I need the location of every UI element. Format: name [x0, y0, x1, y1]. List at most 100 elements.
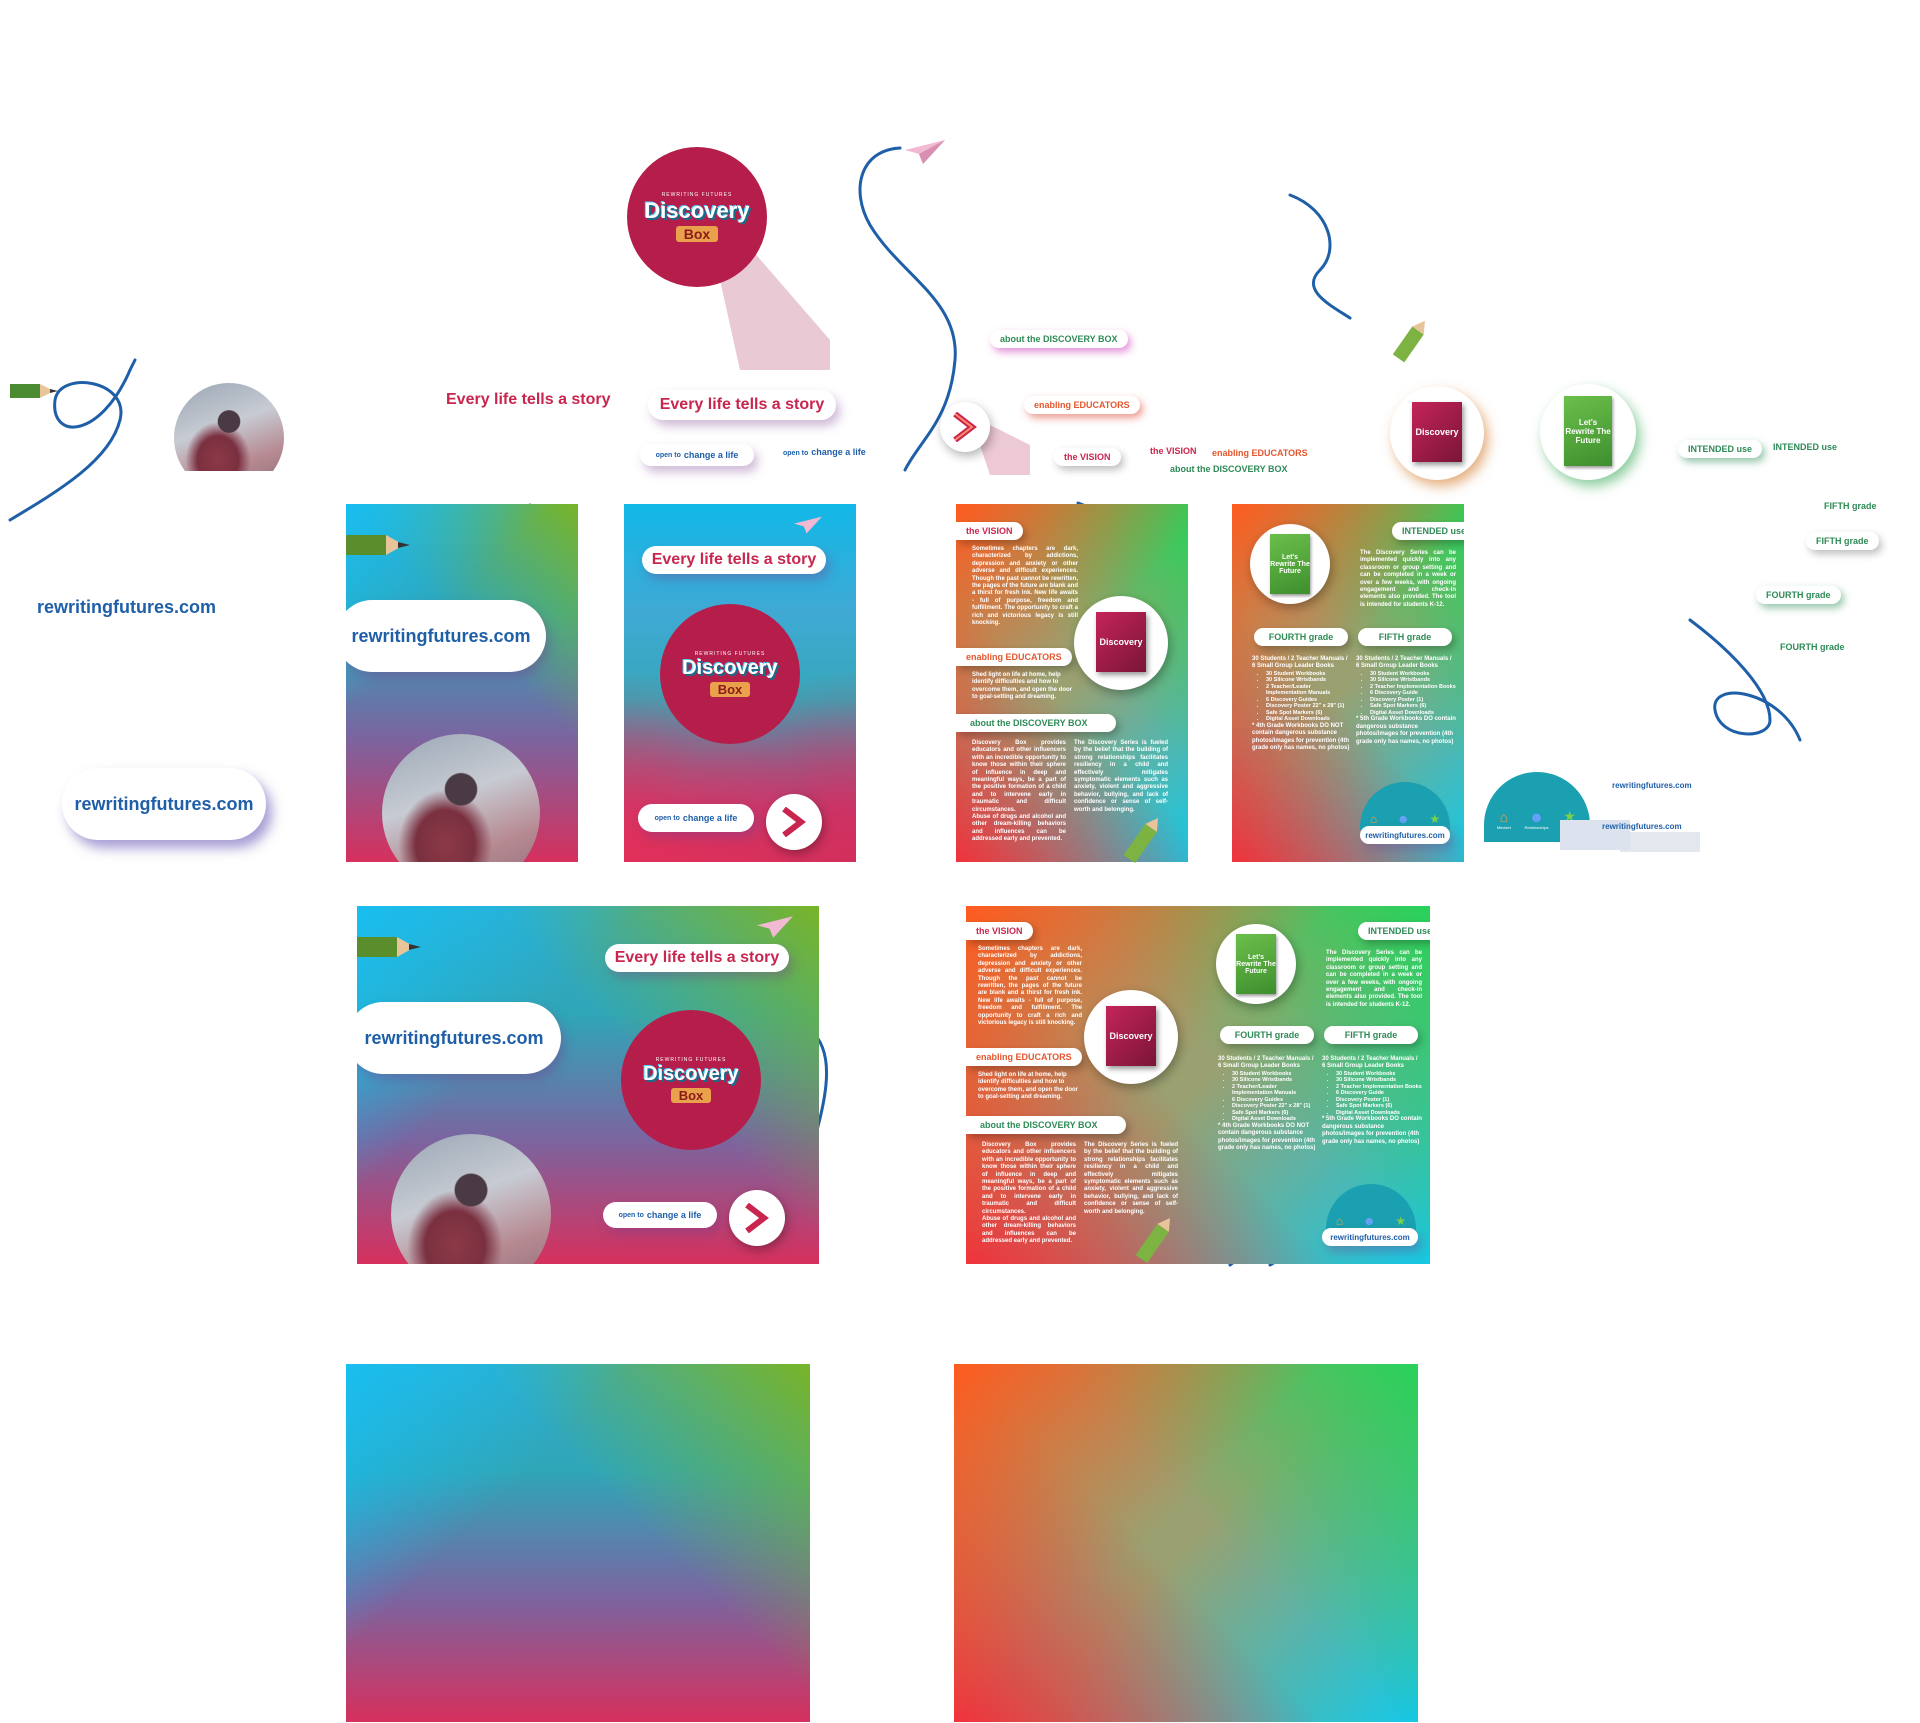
list-item: Digital Asset Downloads — [1370, 710, 1456, 717]
product-box-image: Discovery — [1096, 612, 1146, 672]
logo-box: Box — [670, 1088, 712, 1103]
book-circle: Let's Rewrite The Future — [1540, 384, 1636, 480]
book-cover: Let's Rewrite The Future — [1236, 934, 1276, 994]
list-item: Safe Spot Markers (6) — [1232, 1110, 1318, 1117]
vision-text: Sometimes chapters are dark, characteriz… — [972, 546, 1078, 627]
cta-main: change a life — [682, 813, 738, 823]
next-arrow-button[interactable] — [729, 1190, 785, 1246]
chevron-right-icon — [782, 807, 806, 837]
star-icon: ★ — [1429, 812, 1441, 826]
about-text-3: The Discovery Series is fueled by the be… — [1074, 740, 1168, 813]
fifth-head: 30 Students / 2 Teacher Manuals / 6 Smal… — [1322, 1056, 1418, 1070]
pencil-icon-diagonal — [1392, 320, 1425, 363]
icon-badge-teal: ⌂ ☻ ★ — [1360, 782, 1450, 830]
background-gradient-outside — [346, 1364, 810, 1722]
list-item: Safe Spot Markers (6) — [1370, 703, 1456, 710]
fourth-head: 30 Students / 2 Teacher Manuals / 6 Smal… — [1252, 656, 1348, 670]
label-vision: the VISION — [956, 522, 1023, 540]
next-arrow-button[interactable] — [766, 794, 822, 850]
home-icon: ⌂ — [1369, 812, 1378, 826]
book-circle: Let's Rewrite The Future — [1250, 524, 1330, 604]
tagline-pill-spread: Every life tells a story — [605, 944, 789, 972]
about-text-2: Abuse of drugs and alcohol and other dre… — [972, 814, 1066, 843]
cta-pill-top[interactable]: open to change a life — [640, 444, 754, 466]
list-item: Discovery Poster 22" x 28" (1) — [1266, 703, 1352, 710]
product-box-image: Discovery — [1412, 402, 1462, 462]
url-pill-spread-inside[interactable]: rewritingfutures.com — [1322, 1228, 1418, 1246]
url-plain-left[interactable]: rewritingfutures.com — [37, 597, 217, 617]
tagline-plain: Every life tells a story — [446, 391, 611, 408]
icon-label: Mindset — [1496, 825, 1511, 830]
list-item: 30 Student Workbooks — [1232, 1071, 1318, 1078]
icon-item: ⌂Mindset — [1497, 809, 1511, 830]
product-box-circle: Discovery — [1390, 386, 1484, 480]
paper-plane-icon — [757, 916, 793, 938]
star-icon: ★ — [1395, 1214, 1407, 1228]
logo-title: Discovery — [644, 198, 750, 223]
paper-plane-icon — [794, 516, 822, 534]
list-item: 6 Discovery Guide — [1370, 690, 1456, 697]
cta-main: change a life — [646, 1210, 702, 1220]
url-pill-panel1[interactable]: rewritingfutures.com — [346, 600, 546, 672]
label-fifth-pill: FIFTH grade — [1806, 532, 1879, 550]
label-fourth: FOURTH grade — [1254, 628, 1348, 646]
spread-outside: rewritingfutures.com Every life tells a … — [357, 906, 819, 1264]
tagline-pill-panel2: Every life tells a story — [642, 546, 826, 574]
product-box-image: Discovery — [1106, 1006, 1156, 1066]
people-icon: ☻ — [1396, 812, 1410, 826]
about-text-2: Abuse of drugs and alcohol and other dre… — [982, 1216, 1076, 1245]
vision-text: Sometimes chapters are dark, characteriz… — [978, 946, 1082, 1027]
label-educators-top: enabling EDUCATORS — [1024, 396, 1140, 414]
background-gradient-inside — [954, 1364, 1418, 1722]
cta-main: change a life — [811, 447, 866, 457]
list-item: Discovery Poster (1) — [1370, 697, 1456, 704]
chevron-right-icon — [745, 1203, 769, 1233]
label-intended: INTENDED use — [1392, 522, 1464, 540]
student-photo — [391, 1134, 551, 1264]
url-pill-panel4[interactable]: rewritingfutures.com — [1360, 826, 1450, 844]
logo-title: Discovery — [643, 1063, 739, 1085]
next-arrow-button[interactable] — [940, 402, 990, 452]
label-intended: INTENDED use — [1358, 922, 1430, 940]
intended-text: The Discovery Series can be implemented … — [1326, 950, 1422, 1008]
intended-text: The Discovery Series can be implemented … — [1360, 550, 1456, 608]
book-circle: Let's Rewrite The Future — [1216, 924, 1296, 1004]
list-item: 30 Student Workbooks — [1266, 671, 1352, 678]
fourth-list: 30 Students / 2 Teacher Manuals / 6 Smal… — [1252, 656, 1352, 752]
educators-text: Shed light on life at home, help identif… — [978, 1072, 1079, 1101]
discovery-box-logo: REWRITING FUTURES Discovery Box — [627, 147, 767, 287]
url-pill-spread[interactable]: rewritingfutures.com — [357, 1002, 561, 1074]
label-fifth: FIFTH grade — [1358, 628, 1452, 646]
book-cover: Let's Rewrite The Future — [1564, 396, 1612, 466]
url-pill-left[interactable]: rewritingfutures.com — [62, 768, 266, 840]
list-item: Discovery Poster 22" x 28" (1) — [1232, 1103, 1318, 1110]
cta-main: change a life — [683, 450, 739, 460]
cta-prefix: open to — [655, 451, 681, 459]
url-small-2[interactable]: rewritingfutures.com — [1602, 822, 1682, 831]
panel-back-cover: rewritingfutures.com — [346, 504, 578, 862]
list-item: 30 Silicone Wristbands — [1266, 677, 1352, 684]
list-item: 6 Discovery Guides — [1266, 697, 1352, 704]
fifth-head: 30 Students / 2 Teacher Manuals / 6 Smal… — [1356, 656, 1452, 670]
fifth-items: 30 Student Workbooks 30 Silicone Wristba… — [1322, 1071, 1422, 1117]
list-item: 2 Teacher Implementation Books — [1336, 1084, 1422, 1091]
icon-item: ☻Relationships — [1525, 809, 1549, 830]
pencil-icon — [357, 937, 421, 957]
logo-kicker: REWRITING FUTURES — [661, 192, 733, 198]
fourth-items: 30 Student Workbooks 30 Silicone Wristba… — [1252, 671, 1352, 723]
label-fourth-pill: FOURTH grade — [1756, 586, 1841, 604]
panel-front-cover: Every life tells a story REWRITING FUTUR… — [624, 504, 856, 862]
fifth-list: 30 Students / 2 Teacher Manuals / 6 Smal… — [1322, 1056, 1422, 1146]
label-fourth: FOURTH grade — [1220, 1026, 1314, 1044]
list-item: Digital Asset Downloads — [1232, 1116, 1318, 1123]
pencil-icon — [346, 535, 410, 555]
people-icon: ☻ — [1362, 1214, 1376, 1228]
label-intended-plain: INTENDED use — [1773, 442, 1838, 452]
cta-prefix: open to — [783, 450, 809, 457]
home-icon: ⌂ — [1335, 1214, 1344, 1228]
label-vision: the VISION — [966, 922, 1033, 940]
url-small-1[interactable]: rewritingfutures.com — [1612, 781, 1692, 790]
